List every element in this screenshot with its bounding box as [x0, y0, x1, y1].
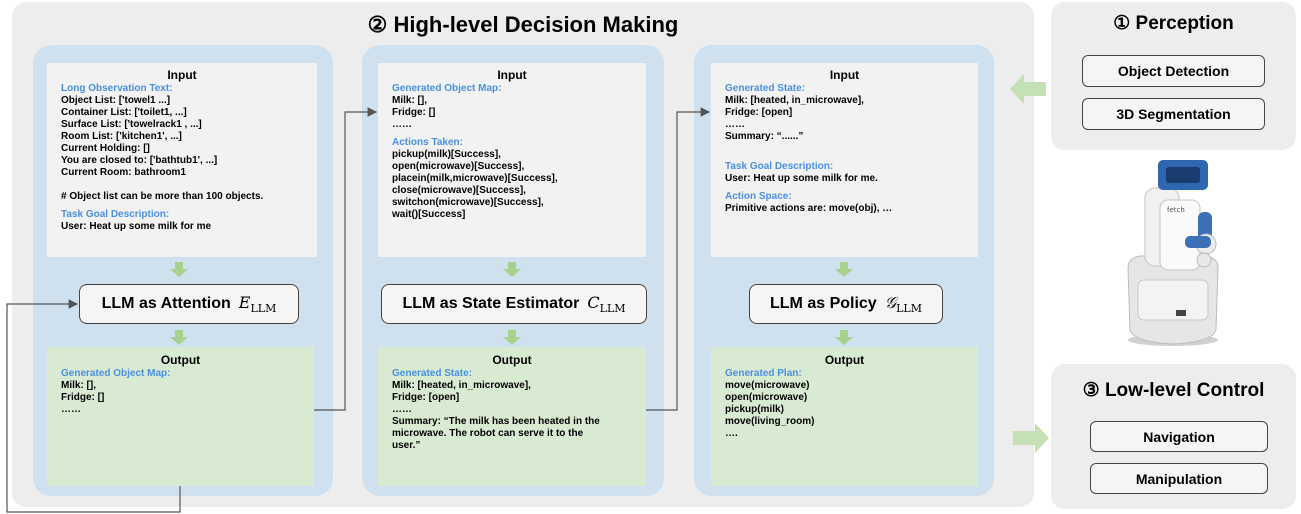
output-text: Milk: [heated, in_microwave], Fridge: [o…	[392, 380, 600, 451]
section-label: Task Goal Description:	[61, 209, 170, 220]
down-arrow	[503, 330, 521, 345]
navigation-box: Navigation	[1090, 421, 1268, 452]
section-label: Actions Taken:	[392, 137, 463, 148]
down-arrow	[835, 330, 853, 345]
connector-2-to-3	[646, 107, 711, 411]
perception-title: ① Perception	[1113, 13, 1234, 34]
module-label: LLM as Attention	[101, 295, 231, 312]
section-text: User: Heat up some milk for me	[61, 221, 212, 232]
output-label: Generated State:	[392, 368, 473, 379]
section-label: Long Observation Text:	[61, 83, 173, 94]
output-label: Generated Object Map:	[61, 368, 171, 379]
3d-segmentation-box: 3D Segmentation	[1082, 98, 1265, 130]
output-box-state-estimator: Output Generated State: Milk: [heated, i…	[378, 347, 646, 486]
section-text: Milk: [heated, in_microwave], Fridge: [o…	[725, 95, 864, 142]
llm-attention-module: LLM as Attention ELLM	[79, 284, 299, 324]
section-text: pickup(milk)[Success], open(microwave)[S…	[392, 149, 558, 220]
main-title: ② High-level Decision Making	[367, 12, 679, 37]
input-box-policy: Input Generated State: Milk: [heated, in…	[711, 63, 978, 257]
module-symbol: 𝒢LLM	[884, 292, 922, 316]
module-label: LLM as State Estimator	[402, 295, 580, 312]
llm-state-estimator-module: LLM as State Estimator CLLM	[381, 284, 647, 324]
manipulation-box: Manipulation	[1090, 463, 1268, 494]
left-arrow	[1010, 74, 1046, 104]
section-label: Generated Object Map:	[392, 83, 502, 94]
right-arrow	[1013, 423, 1049, 453]
output-box-policy: Output Generated Plan: move(microwave) o…	[711, 347, 978, 486]
output-text: Milk: [], Fridge: [] ……	[61, 380, 105, 415]
section-text: Milk: [], Fridge: [] ……	[392, 95, 436, 130]
section-text: Object List: ['towel1 ...] Container Lis…	[61, 95, 264, 202]
section-text: User: Heat up some milk for me.	[725, 173, 878, 184]
input-title: Input	[829, 68, 860, 82]
panel-arrows	[1010, 74, 1049, 453]
robot-logo: fetch	[1167, 206, 1185, 214]
down-arrow	[170, 262, 188, 277]
input-box-state-estimator: Input Generated Object Map: Milk: [], Fr…	[378, 63, 646, 257]
down-arrow	[170, 330, 188, 345]
low-level-control-title: ③ Low-level Control	[1082, 380, 1265, 401]
module-label: LLM as Policy	[770, 295, 877, 312]
input-title: Input	[167, 68, 197, 82]
output-title: Output	[160, 353, 201, 367]
output-title: Output	[492, 353, 532, 367]
output-text: move(microwave) open(microwave) pickup(m…	[725, 380, 815, 439]
robot-illustration: fetch	[1127, 160, 1219, 346]
module-symbol: ELLM	[238, 292, 277, 316]
output-label: Generated Plan:	[725, 368, 802, 379]
down-arrow	[503, 262, 521, 277]
output-box-attention: Output Generated Object Map: Milk: [], F…	[47, 347, 314, 486]
input-title: Input	[497, 68, 527, 82]
section-label: Task Goal Description:	[725, 161, 834, 172]
object-detection-box: Object Detection	[1082, 55, 1265, 87]
module-symbol: CLLM	[587, 292, 626, 316]
flow-arrows	[170, 262, 853, 345]
section-label: Action Space:	[725, 191, 792, 202]
output-title: Output	[824, 353, 865, 367]
section-label: Generated State:	[725, 83, 806, 94]
section-text: Primitive actions are: move(obj), …	[725, 203, 893, 214]
feedback-loop	[6, 299, 181, 513]
down-arrow	[835, 262, 853, 277]
input-box-attention: Input Long Observation Text: Object List…	[47, 63, 317, 257]
connector-1-to-2	[314, 107, 378, 411]
llm-policy-module: LLM as Policy 𝒢LLM	[749, 284, 943, 324]
